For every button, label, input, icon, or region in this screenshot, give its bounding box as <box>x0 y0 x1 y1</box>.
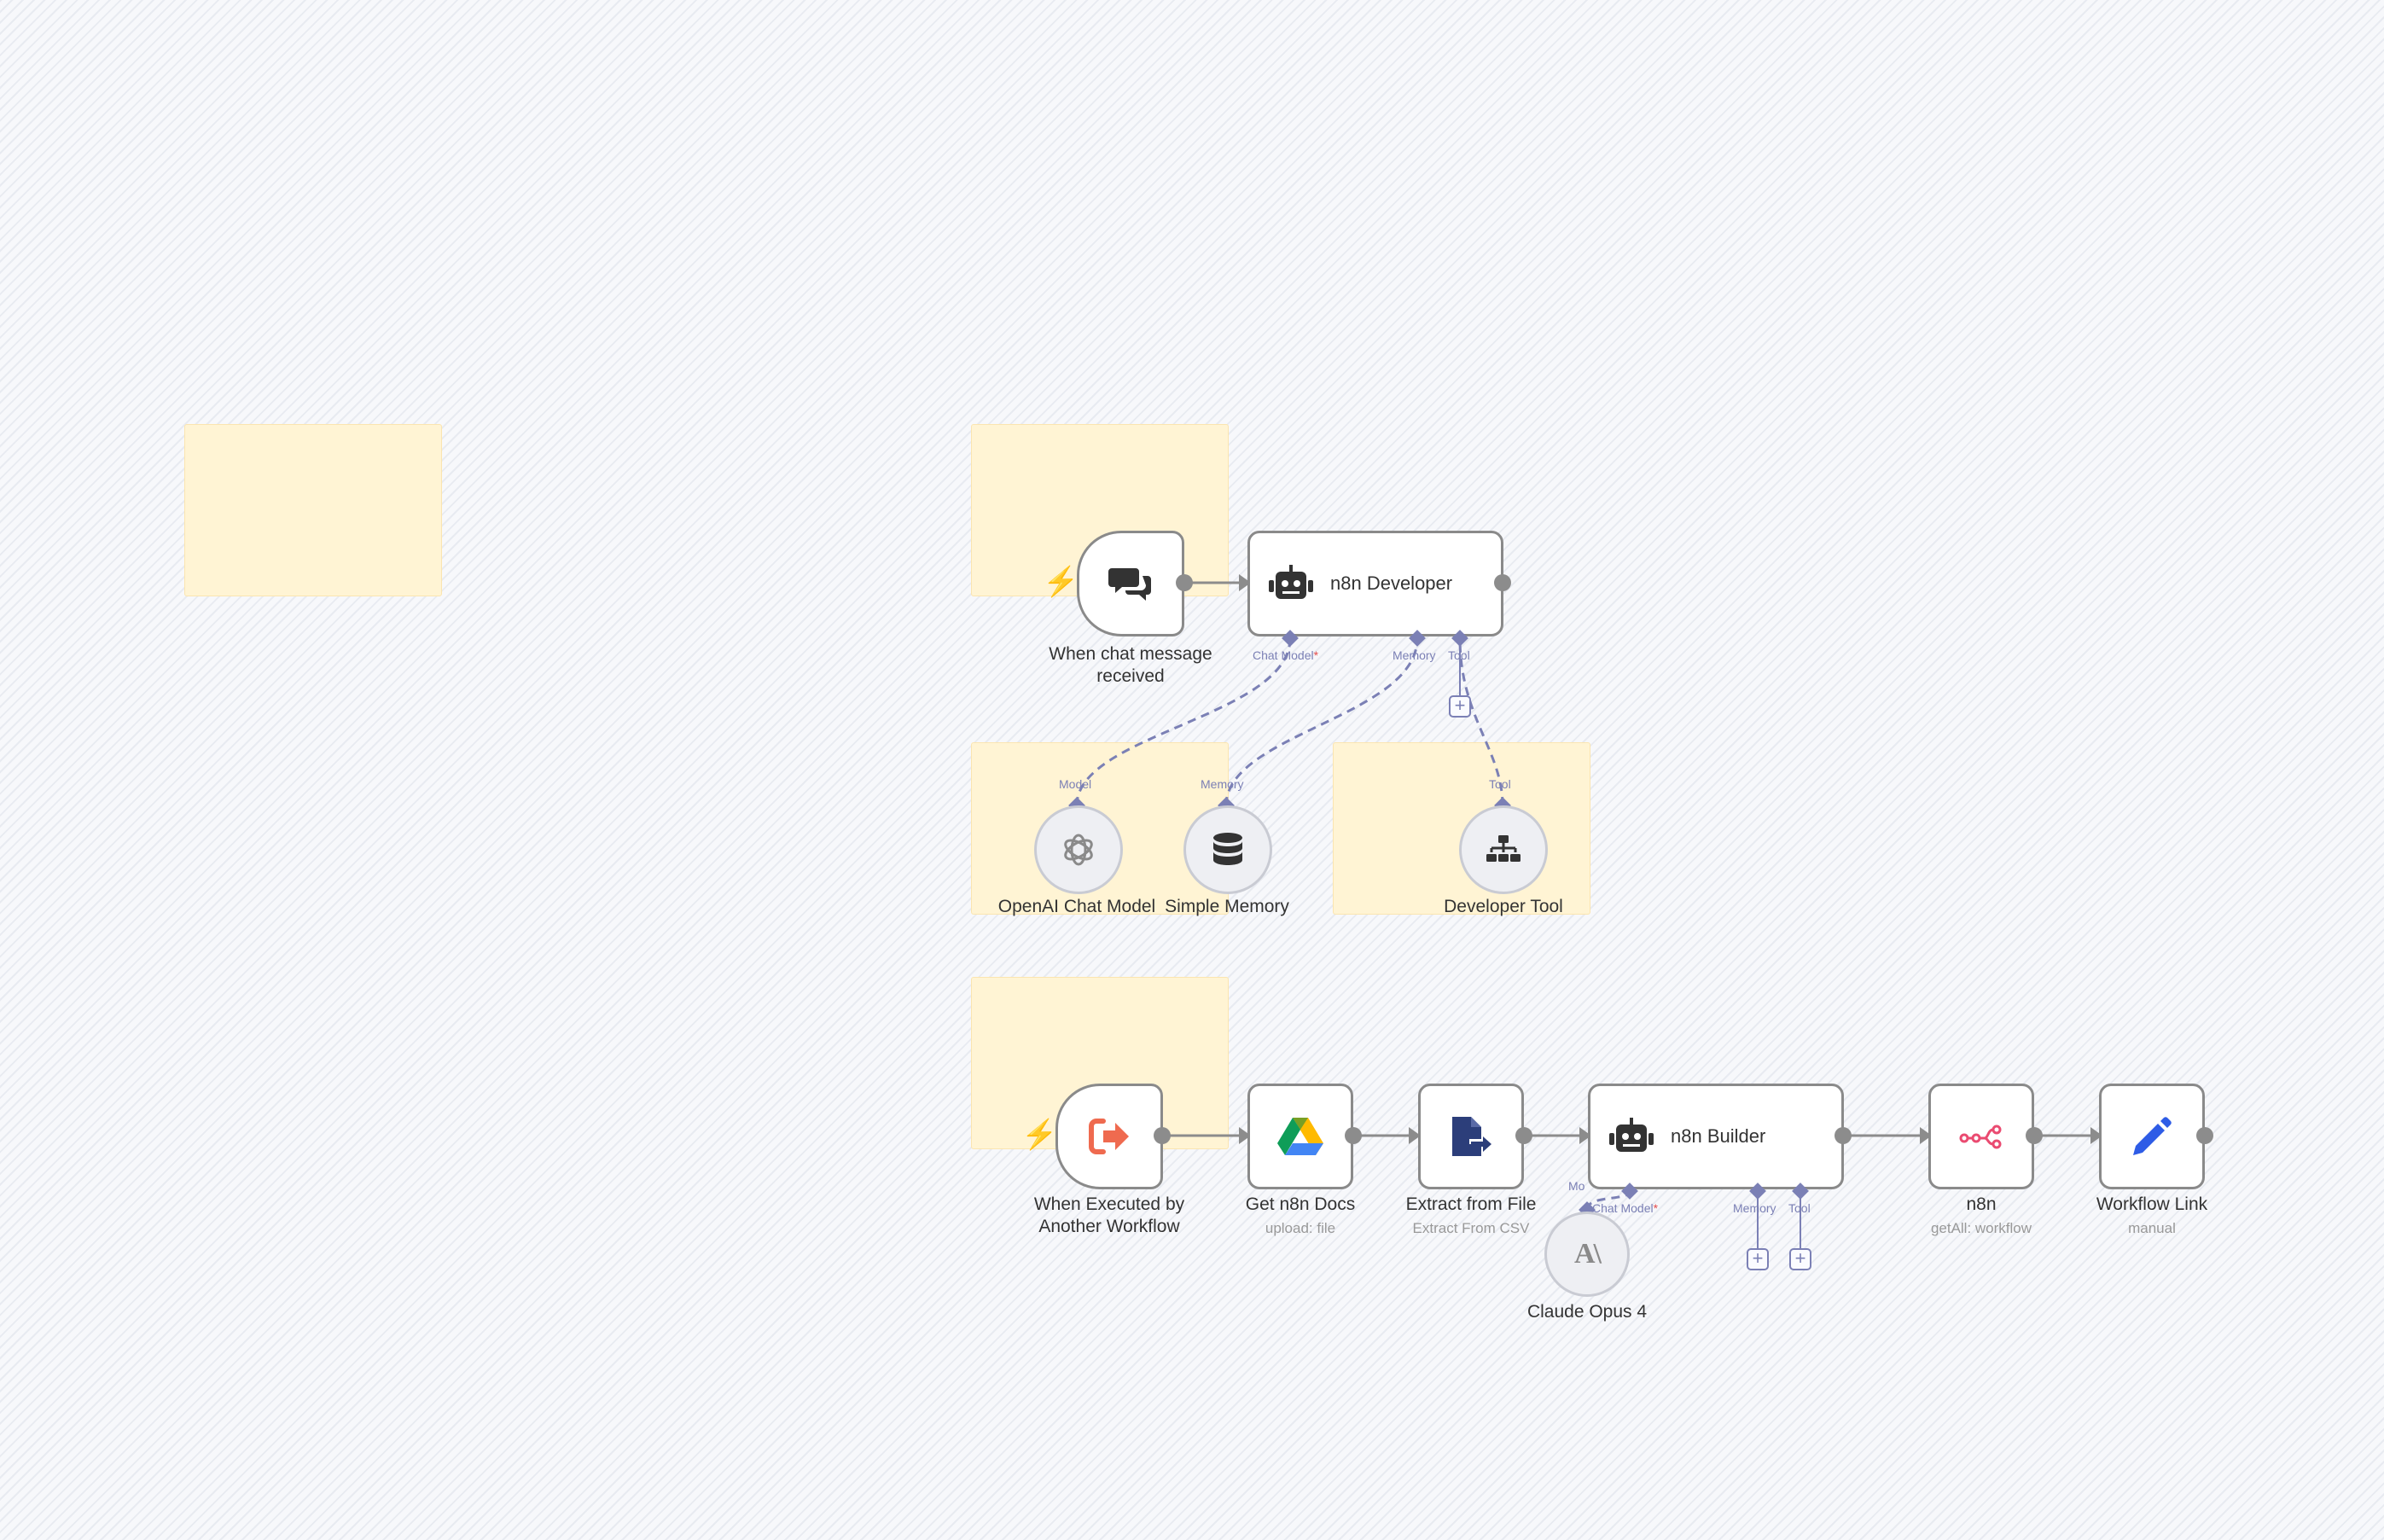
add-memory-button[interactable]: + <box>1747 1248 1769 1270</box>
claude-model-label: Claude Opus 4 <box>1526 1302 1648 1322</box>
model-partial-port-label: Mo <box>1568 1179 1585 1193</box>
claude-model-node[interactable]: A\ <box>1544 1212 1630 1297</box>
anthropic-icon: A\ <box>1574 1238 1602 1270</box>
chat-trigger-label-line2: received <box>1096 666 1165 686</box>
chat-model-port-text: Chat Model <box>1592 1201 1654 1215</box>
memory-input-port-label: Memory <box>1201 777 1244 791</box>
chat-model-port-label: Chat Model* <box>1253 648 1318 662</box>
output-handle[interactable] <box>2196 1127 2213 1144</box>
agent-title: n8n Developer <box>1330 572 1453 594</box>
memory-port-label: Memory <box>1393 648 1436 662</box>
tool-port-label: Tool <box>1788 1201 1811 1215</box>
workflow-link-label: Workflow Link <box>2096 1194 2208 1214</box>
agent-title: n8n Builder <box>1671 1125 1766 1147</box>
n8n-node[interactable] <box>1928 1084 2034 1189</box>
execute-trigger-label-line1: When Executed by <box>1033 1194 1185 1214</box>
google-drive-label: Get n8n Docs <box>1245 1194 1356 1214</box>
n8n-sublabel: getAll: workflow <box>1930 1220 2032 1236</box>
chat-model-port-label: Chat Model* <box>1592 1201 1658 1215</box>
developer-tool-label: Developer Tool <box>1444 897 1563 916</box>
extract-from-file-node[interactable] <box>1418 1084 1524 1189</box>
output-handle[interactable] <box>1494 574 1511 591</box>
memory-port-label: Memory <box>1733 1201 1776 1215</box>
sitemap-icon <box>1486 835 1521 862</box>
output-handle[interactable] <box>1176 574 1193 591</box>
tool-port-label: Tool <box>1448 648 1470 662</box>
output-handle[interactable] <box>1835 1127 1852 1144</box>
trigger-bolt-icon: ⚡ <box>1021 1119 1058 1151</box>
extract-from-file-sublabel: Extract From CSV <box>1412 1220 1530 1236</box>
required-marker: * <box>1653 1201 1659 1215</box>
workflow-link-node[interactable] <box>2099 1084 2205 1189</box>
sign-out-icon <box>1089 1119 1129 1154</box>
sticky-note[interactable] <box>1333 742 1590 915</box>
required-marker: * <box>1313 648 1319 662</box>
add-tool-button[interactable]: + <box>1449 695 1471 718</box>
chat-trigger-node[interactable] <box>1077 531 1184 636</box>
chat-trigger-label: When chat message received <box>1028 643 1233 688</box>
developer-tool-node[interactable] <box>1459 805 1548 894</box>
trigger-bolt-icon: ⚡ <box>1043 566 1079 598</box>
sticky-note[interactable] <box>184 424 442 596</box>
openai-chat-model-label: OpenAI Chat Model <box>997 897 1156 916</box>
file-export-icon <box>1452 1117 1491 1156</box>
chat-trigger-label-line1: When chat message <box>1049 644 1212 664</box>
main-connections <box>1162 581 2090 1137</box>
execute-workflow-trigger-node[interactable] <box>1055 1084 1163 1189</box>
output-handle[interactable] <box>2026 1127 2043 1144</box>
execute-trigger-label-line2: Another Workflow <box>1038 1217 1180 1236</box>
n8n-builder-agent-node[interactable]: n8n Builder <box>1588 1084 1844 1189</box>
google-drive-sublabel: upload: file <box>1265 1220 1336 1236</box>
arrow-heads <box>1239 574 2102 1144</box>
pencil-icon <box>2133 1117 2172 1155</box>
output-handle[interactable] <box>1345 1127 1362 1144</box>
chat-model-port-text: Chat Model <box>1253 648 1314 662</box>
output-handle[interactable] <box>1154 1127 1171 1144</box>
execute-trigger-label: When Executed by Another Workflow <box>1007 1194 1212 1238</box>
tool-input-port-label: Tool <box>1489 777 1511 791</box>
robot-icon <box>1269 565 1313 599</box>
model-port-label: Model <box>1059 777 1092 791</box>
ai-port-stems <box>1459 638 1801 1249</box>
openai-icon <box>1064 834 1093 866</box>
workflow-link-sublabel: manual <box>2128 1220 2176 1236</box>
chat-bubbles-icon <box>1108 568 1151 601</box>
google-drive-icon <box>1277 1118 1323 1155</box>
database-icon <box>1213 833 1242 865</box>
simple-memory-label: Simple Memory <box>1165 897 1289 916</box>
n8n-developer-agent-node[interactable]: n8n Developer <box>1247 531 1503 636</box>
simple-memory-node[interactable] <box>1183 805 1272 894</box>
n8n-icon <box>1959 1124 2002 1149</box>
google-drive-node[interactable] <box>1247 1084 1353 1189</box>
n8n-label: n8n <box>1966 1194 1997 1214</box>
extract-from-file-label: Extract from File <box>1405 1194 1537 1214</box>
robot-icon <box>1609 1118 1654 1152</box>
output-handle[interactable] <box>1515 1127 1532 1144</box>
openai-chat-model-node[interactable] <box>1034 805 1123 894</box>
add-tool-button[interactable]: + <box>1789 1248 1811 1270</box>
